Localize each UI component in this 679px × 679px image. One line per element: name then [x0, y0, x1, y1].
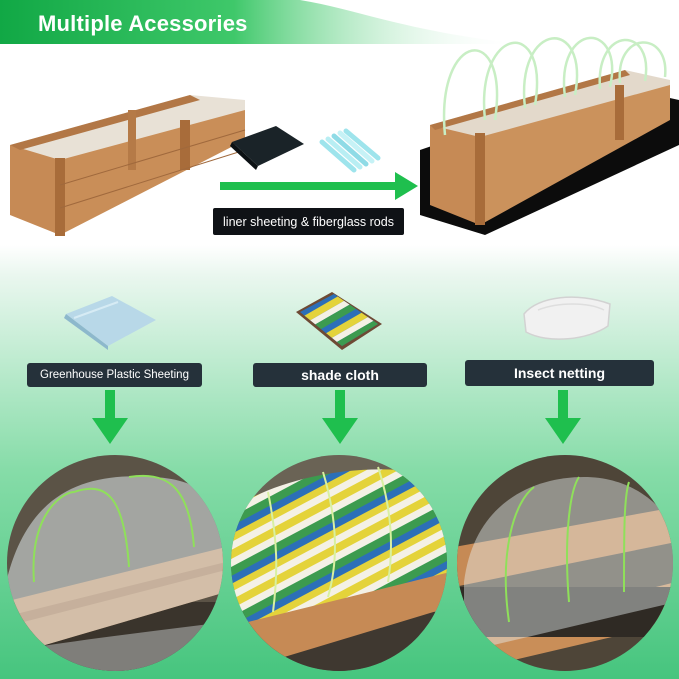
page-title: Multiple Acessories	[38, 11, 248, 36]
label-insect-netting: Insect netting	[465, 360, 654, 386]
black-liner-sheet-image	[230, 126, 304, 170]
insect-net-image	[523, 296, 611, 340]
top-accessory-label: liner sheeting & fiberglass rods	[213, 208, 404, 235]
label-greenhouse-plastic: Greenhouse Plastic Sheeting	[27, 363, 202, 387]
plastic-covered-bed-photo	[7, 455, 223, 671]
hoop-bed-image	[420, 36, 679, 235]
arrow-down-icon	[92, 390, 128, 444]
arrow-right-icon	[220, 172, 418, 200]
shade-cloth-bed-photo	[231, 455, 447, 671]
raised-garden-bed-image	[10, 95, 246, 236]
title-banner	[0, 0, 520, 44]
greenhouse-plastic-sheet-image	[64, 296, 156, 350]
insect-net-bed-photo	[457, 455, 673, 671]
label-shade-cloth: shade cloth	[253, 363, 427, 387]
fiberglass-rods-image	[319, 128, 381, 173]
shade-cloth-image	[296, 292, 382, 350]
arrow-down-icon	[545, 390, 581, 444]
arrow-down-icon	[322, 390, 358, 444]
